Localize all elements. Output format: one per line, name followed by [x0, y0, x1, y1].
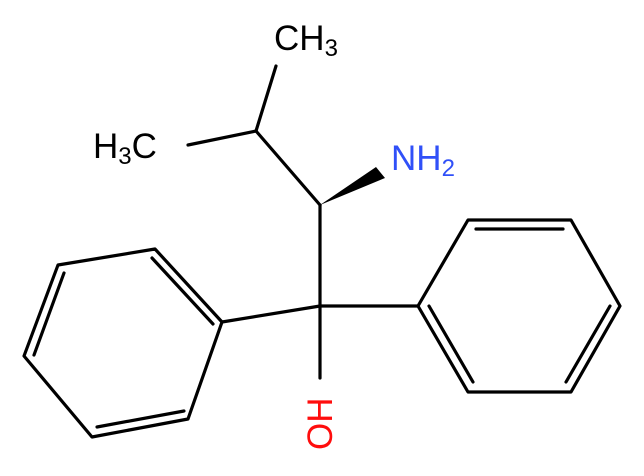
bond-ch-ch3left [186, 129, 258, 147]
atom-label-ch3-top: CH3 [274, 19, 338, 62]
wedge-bond-c2-nh2 [320, 167, 385, 205]
atom-label-nh2: NH2 [391, 139, 455, 182]
phenyl-ring-right [416, 218, 622, 394]
bond-c1-ring-left [220, 304, 322, 324]
phenyl-ring-left [22, 247, 224, 439]
atom-label-ch3-left: H3C [93, 127, 157, 170]
bond-ch-c2 [254, 129, 322, 207]
bond-ch-ch3top [254, 64, 278, 133]
atom-label-oh: OH [301, 398, 340, 451]
